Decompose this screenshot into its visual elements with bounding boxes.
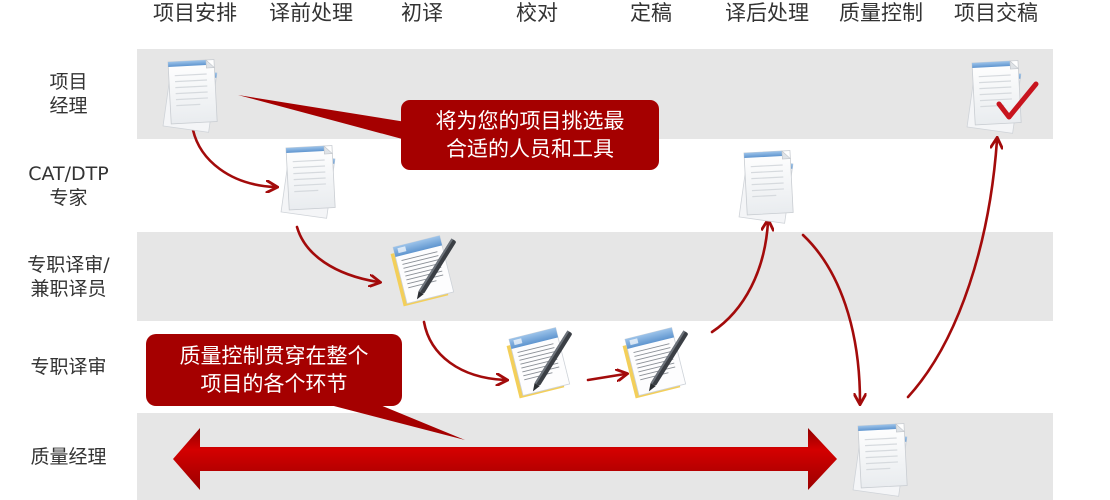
column-header-delivery: 项目交稿	[954, 1, 1038, 25]
column-header-finalization: 定稿	[630, 1, 672, 25]
lane-label-project-manager: 项目 经理	[0, 49, 137, 139]
lane-label-line: 专家	[49, 186, 88, 209]
callout-line: 项目的各个环节	[200, 372, 348, 396]
lane-label-line: 质量经理	[30, 445, 107, 468]
lane-quality-manager	[137, 413, 1053, 500]
lane-label-cat-dtp-expert: CAT/DTP 专家	[0, 139, 137, 232]
lane-label-translator-reviewer: 专职译审/ 兼职译员	[0, 232, 137, 321]
column-header-proofreading: 校对	[516, 1, 558, 25]
lane-label-line: 专职译审/	[27, 253, 110, 276]
lane-label-line: CAT/DTP	[28, 162, 109, 185]
lane-label-line: 专职译审	[30, 356, 107, 378]
column-header-first-translation: 初译	[401, 1, 443, 25]
lane-label-line: 项目	[49, 71, 88, 93]
callout-line: 质量控制贯穿在整个	[179, 344, 369, 368]
lane-label-quality-manager: 质量经理	[0, 413, 137, 500]
callout-line: 合适的人员和工具	[446, 137, 614, 161]
callout-staffing: 将为您的项目挑选最 合适的人员和工具	[401, 107, 659, 163]
column-header-quality-control: 质量控制	[839, 1, 923, 25]
column-header-pre-processing: 译前处理	[269, 1, 353, 25]
lane-translator-reviewer	[137, 232, 1053, 321]
column-header-post-processing: 译后处理	[725, 1, 809, 25]
callout-line: 将为您的项目挑选最	[435, 109, 625, 133]
column-header-project-arrangement: 项目安排	[153, 1, 237, 25]
lane-label-senior-reviewer: 专职译审	[0, 321, 137, 413]
lane-label-line: 经理	[49, 95, 88, 117]
callout-quality-throughout: 质量控制贯穿在整个 项目的各个环节	[146, 342, 402, 398]
lane-label-line: 兼职译员	[30, 277, 107, 300]
